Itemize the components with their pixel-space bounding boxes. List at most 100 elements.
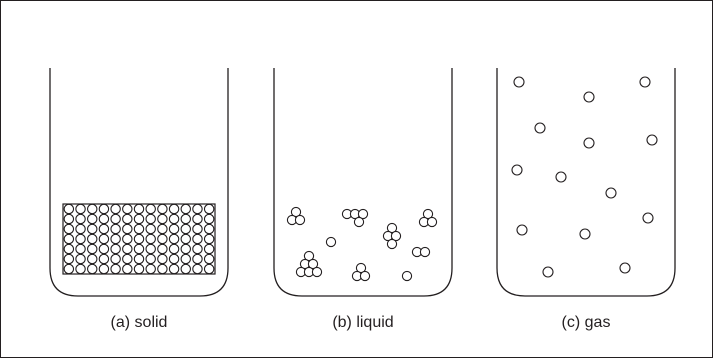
solid-particle [203, 233, 215, 245]
solid-particle [203, 203, 215, 215]
solid-particle [133, 263, 145, 275]
solid-particle [192, 243, 203, 255]
solid-particle [168, 203, 180, 215]
gas-particle [511, 164, 523, 176]
solid-particle [192, 253, 203, 265]
solid-particle [63, 223, 75, 235]
gas-particle [579, 228, 591, 240]
solid-particle [98, 253, 110, 265]
solid-particle [75, 213, 86, 225]
solid-particle [75, 253, 86, 265]
solid-particle [168, 233, 180, 245]
liquid-particle [303, 250, 315, 262]
solid-particle [192, 233, 203, 245]
liquid-particle [426, 216, 438, 228]
beaker-gas [496, 68, 676, 297]
liquid-particle [386, 238, 398, 250]
solid-particle [168, 223, 180, 235]
solid-particle [63, 203, 75, 215]
solid-particle [203, 213, 215, 225]
solid-particle [203, 223, 215, 235]
solid-particle [192, 223, 203, 235]
solid-particle [122, 213, 133, 225]
solid-particles [63, 203, 215, 275]
solid-particle [122, 203, 133, 215]
solid-particle [110, 233, 121, 245]
solid-particle [203, 263, 215, 275]
solid-particle [63, 233, 75, 245]
solid-particle [180, 203, 192, 215]
solid-particle [122, 253, 133, 265]
solid-particle [180, 253, 192, 265]
solid-particle [63, 243, 75, 255]
solid-particle [133, 233, 145, 245]
solid-particle [168, 253, 180, 265]
solid-particle [122, 223, 133, 235]
gas-particle [583, 137, 595, 149]
solid-particle [75, 203, 86, 215]
liquid-particle [357, 208, 369, 220]
liquid-particle [422, 208, 434, 220]
solid-particle [110, 253, 121, 265]
liquid-particle [386, 222, 398, 234]
solid-particle [157, 253, 168, 265]
solid-particle [122, 243, 133, 255]
solid-particle [110, 223, 121, 235]
solid-particle [122, 233, 133, 245]
liquid-particles [286, 206, 438, 282]
gas-particle [534, 122, 546, 134]
solid-particle [110, 213, 121, 225]
liquid-particle [390, 230, 402, 242]
gas-particle [555, 171, 567, 183]
liquid-particle [355, 262, 367, 274]
caption-gas: (c) gas [562, 314, 611, 331]
solid-particle [98, 213, 110, 225]
gas-particle [513, 76, 525, 88]
solid-particle [98, 223, 110, 235]
liquid-particle [419, 246, 431, 258]
solid-particle [168, 263, 180, 275]
beaker-solid [49, 68, 229, 297]
caption-solid: (a) solid [111, 314, 168, 331]
liquid-particle [307, 258, 319, 270]
gas-particle [605, 187, 617, 199]
solid-particle [133, 203, 145, 215]
beaker-liquid [273, 68, 453, 297]
solid-particle [145, 203, 156, 215]
solid-particle [192, 213, 203, 225]
solid-particle [98, 233, 110, 245]
caption-liquid: (b) liquid [332, 314, 393, 331]
gas-particle [639, 76, 651, 88]
liquid-particle [290, 206, 302, 218]
solid-particle [180, 263, 192, 275]
solid-particle [203, 243, 215, 255]
solid-particle [86, 213, 98, 225]
solid-particle [133, 223, 145, 235]
solid-particle [145, 233, 156, 245]
solid-particle [75, 233, 86, 245]
solid-particle [63, 213, 75, 225]
solid-particle [75, 263, 86, 275]
solid-particle [86, 223, 98, 235]
solid-particle [157, 233, 168, 245]
gas-particles [511, 76, 658, 278]
liquid-particle [311, 266, 323, 278]
solid-particle [110, 263, 121, 275]
solid-particle [157, 223, 168, 235]
solid-particle [98, 243, 110, 255]
solid-particle [168, 213, 180, 225]
solid-particle [168, 243, 180, 255]
liquid-particle [294, 214, 306, 226]
solid-particle [63, 253, 75, 265]
liquid-particle [353, 216, 365, 228]
solid-particle [180, 233, 192, 245]
solid-particle [75, 243, 86, 255]
solid-particle [157, 243, 168, 255]
solid-particle [133, 213, 145, 225]
solid-particle [145, 253, 156, 265]
solid-particle [86, 243, 98, 255]
gas-particle [542, 266, 554, 278]
solid-particle [157, 203, 168, 215]
solid-particle [110, 243, 121, 255]
solid-particle [203, 253, 215, 265]
